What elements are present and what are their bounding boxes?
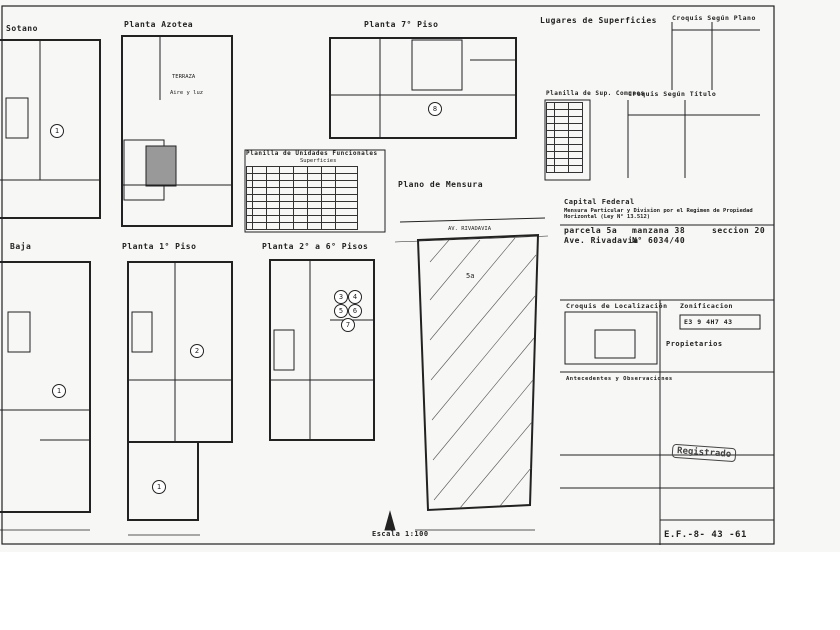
propietarios-label: Propietarios (666, 340, 723, 348)
unit-circle-5: 5 (334, 304, 348, 318)
superficies-subtitle: Superficies (300, 158, 337, 164)
plan-title-2-a-6-pisos: Planta 2° a 6° Pisos (262, 242, 369, 251)
terraza-label: TERRAZA (172, 74, 196, 80)
antecedentes-label: Antecedentes y Observaciones (566, 376, 673, 382)
plan-description: Mensura Particular y Division por el Reg… (564, 208, 753, 220)
zonificacion-label: Zonificacion (680, 302, 733, 310)
plan-drawing (0, 5, 775, 545)
capital-federal: Capital Federal (564, 198, 635, 206)
sup-comunes-table (545, 102, 584, 173)
plan-title-7-piso: Planta 7° Piso (364, 20, 439, 29)
plan-title-mensura: Plano de Mensura (398, 180, 484, 189)
uf-table (246, 166, 358, 230)
unit-circle-1-sotano: 1 (50, 124, 64, 138)
unit-circle-3: 3 (334, 290, 348, 304)
unit-circle-7: 7 (341, 318, 355, 332)
unit-circle-4: 4 (348, 290, 362, 304)
aire-luz-label: Aire y luz (170, 90, 204, 96)
parcela-label: parcela 5a (564, 226, 618, 235)
plan-title-sotano: Sotano (6, 24, 38, 33)
avenida-label: Ave. Rivadavia (564, 236, 639, 245)
superficies-title: Lugares de Superficies (540, 16, 657, 25)
plan-title-1-piso: Planta 1° Piso (122, 242, 197, 251)
blueprint-sheet: Sotano Planta Azotea Planta 7° Piso Baja… (0, 5, 775, 545)
seccion-label: seccion 20 (712, 226, 766, 235)
croquis-segun-plano-title: Croquis Según Plano (672, 14, 756, 22)
street-label: AV. RIVADAVIA (448, 226, 492, 232)
croquis-segun-titulo-title: Croquis Según Título (628, 90, 717, 98)
planilla-comunes-title: Planilla de Sup. Comunes (546, 90, 645, 97)
planilla-uf-title: Planilla de Unidades Funcionales (246, 150, 378, 157)
street-number-label: N° 6034/40 (632, 236, 686, 245)
unit-circle-2: 2 (190, 344, 204, 358)
zonificacion-value: E3 9 4H7 43 (684, 318, 733, 326)
unit-circle-6: 6 (348, 304, 362, 318)
croquis-localizacion-title: Croquis de Localización (566, 302, 668, 310)
unit-circle-8: 8 (428, 102, 442, 116)
plano-number: E.F.-8- 43 -61 (664, 530, 747, 540)
plan-title-azotea: Planta Azotea (124, 20, 194, 29)
plan-title-baja: Baja (10, 242, 32, 251)
unit-circle-1-baja: 1 (52, 384, 66, 398)
unit-circle-1-piso: 1 (152, 480, 166, 494)
parcel-label: 5a (466, 272, 475, 280)
manzana-label: manzana 38 (632, 226, 686, 235)
escala-label: Escala 1:100 (372, 530, 429, 538)
